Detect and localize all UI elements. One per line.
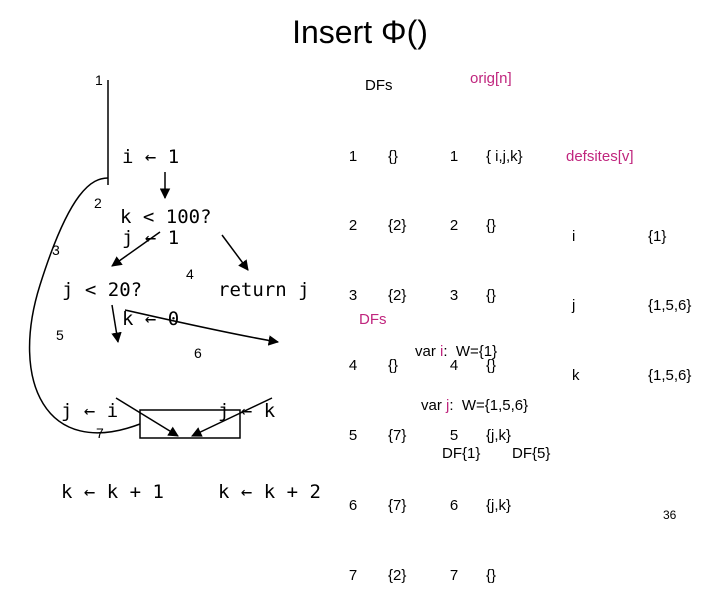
table-cell: {2} bbox=[388, 566, 407, 584]
table-cell: {j,k} bbox=[486, 427, 512, 445]
var-name: j bbox=[446, 397, 450, 414]
table-cell: {} bbox=[388, 357, 399, 375]
code-line: k ← k + 1 bbox=[61, 481, 164, 503]
table-cell: k bbox=[572, 367, 580, 385]
slide-title: Insert Φ() bbox=[292, 14, 428, 50]
table-cell: i bbox=[572, 227, 576, 245]
table-cell: {j,k} bbox=[486, 497, 512, 515]
orig-value-column: { i,j,k} {} {} {} {j,k} {j,k} {} bbox=[486, 98, 523, 611]
table-cell: {1} bbox=[648, 227, 667, 245]
var-worklist: : W={1} bbox=[443, 343, 498, 360]
table-cell: {} bbox=[486, 217, 497, 235]
var-worklist: : W={1,5,6} bbox=[449, 397, 529, 414]
table-cell: {7} bbox=[388, 427, 407, 445]
table-cell: 3 bbox=[348, 287, 358, 305]
table-cell: 5 bbox=[348, 427, 358, 445]
node-2-code: k < 100? bbox=[120, 206, 212, 228]
table-cell: 3 bbox=[449, 287, 459, 305]
df1-label: DF{1} bbox=[442, 445, 481, 462]
table-cell: 4 bbox=[449, 357, 459, 375]
cfg-edges bbox=[28, 80, 280, 439]
orig-header: orig[n] bbox=[470, 70, 512, 87]
defsites-sites-column: {1} {1,5,6} {1,5,6} bbox=[648, 178, 691, 411]
defsites-header: defsites[v] bbox=[566, 148, 634, 165]
slide-number: 36 bbox=[663, 508, 677, 522]
node-4-label: 4 bbox=[186, 266, 194, 282]
defsites-var-column: i j k bbox=[572, 178, 580, 411]
node-6-code: j ← k k ← k + 2 bbox=[218, 344, 321, 533]
var-j-line: var j: W={1,5,6} bbox=[421, 397, 528, 414]
dfs-value-column: {} {2} {2} {} {7} {7} {2} bbox=[388, 98, 406, 611]
edge-2-4 bbox=[221, 234, 249, 271]
table-cell: {2} bbox=[388, 287, 407, 305]
node-4-code: return j bbox=[218, 279, 310, 301]
var-i-line: var i: W={1} bbox=[415, 343, 497, 360]
code-line: j ← i bbox=[61, 400, 119, 422]
table-cell: {} bbox=[486, 566, 497, 584]
table-cell: 6 bbox=[348, 497, 358, 515]
node-1-label: 1 bbox=[95, 72, 103, 88]
dfs-node-column: 1 2 3 4 5 6 7 bbox=[347, 98, 359, 611]
var-prefix: var bbox=[415, 343, 441, 360]
table-cell: {7} bbox=[388, 497, 407, 515]
table-cell: 5 bbox=[449, 427, 459, 445]
node-2-label: 2 bbox=[94, 195, 102, 211]
code-line: j ← 1 bbox=[122, 227, 180, 249]
table-cell: 1 bbox=[348, 147, 358, 165]
code-line: k ← k + 2 bbox=[218, 481, 321, 503]
dfs-label: DFs bbox=[359, 311, 387, 328]
edge-2-3 bbox=[111, 231, 161, 267]
table-cell: 2 bbox=[348, 217, 358, 235]
table-cell: 4 bbox=[348, 357, 358, 375]
table-cell: 1 bbox=[449, 147, 459, 165]
code-line: j ← k bbox=[218, 400, 276, 422]
node-5-label: 5 bbox=[56, 327, 64, 343]
table-cell: {2} bbox=[388, 217, 407, 235]
table-cell: {} bbox=[486, 287, 497, 305]
edge-5-7 bbox=[115, 397, 179, 437]
node-1-code: i ← 1 j ← 1 k ← 0 bbox=[122, 90, 179, 360]
table-cell: {} bbox=[388, 147, 399, 165]
var-name: i bbox=[440, 343, 444, 360]
table-cell: 7 bbox=[449, 566, 459, 584]
node-5-code: j ← i k ← k + 1 bbox=[61, 344, 164, 533]
node-3-code: j < 20? bbox=[62, 279, 143, 301]
table-cell: {1,5,6} bbox=[648, 297, 692, 315]
edge-3-6 bbox=[124, 309, 280, 346]
edge-3-5 bbox=[111, 304, 122, 344]
table-cell: {1,5,6} bbox=[648, 367, 692, 385]
node-3-label: 3 bbox=[52, 242, 60, 258]
node-7-box bbox=[139, 409, 241, 439]
edge-7-2 bbox=[28, 177, 141, 434]
dfs-header: DFs bbox=[365, 77, 393, 94]
code-line: i ← 1 bbox=[122, 146, 180, 168]
table-cell: 7 bbox=[348, 566, 358, 584]
node-6-label: 6 bbox=[194, 345, 202, 361]
table-cell: {} bbox=[486, 357, 497, 375]
df5-label: DF{5} bbox=[512, 445, 551, 462]
table-cell: j bbox=[572, 297, 576, 315]
node-7-label: 7 bbox=[96, 425, 104, 441]
edge-6-7 bbox=[191, 397, 273, 437]
var-prefix: var bbox=[421, 397, 447, 414]
table-cell: { i,j,k} bbox=[486, 147, 523, 165]
code-line: k ← 0 bbox=[122, 308, 180, 330]
table-cell: 6 bbox=[449, 497, 459, 515]
table-cell: 2 bbox=[449, 217, 459, 235]
